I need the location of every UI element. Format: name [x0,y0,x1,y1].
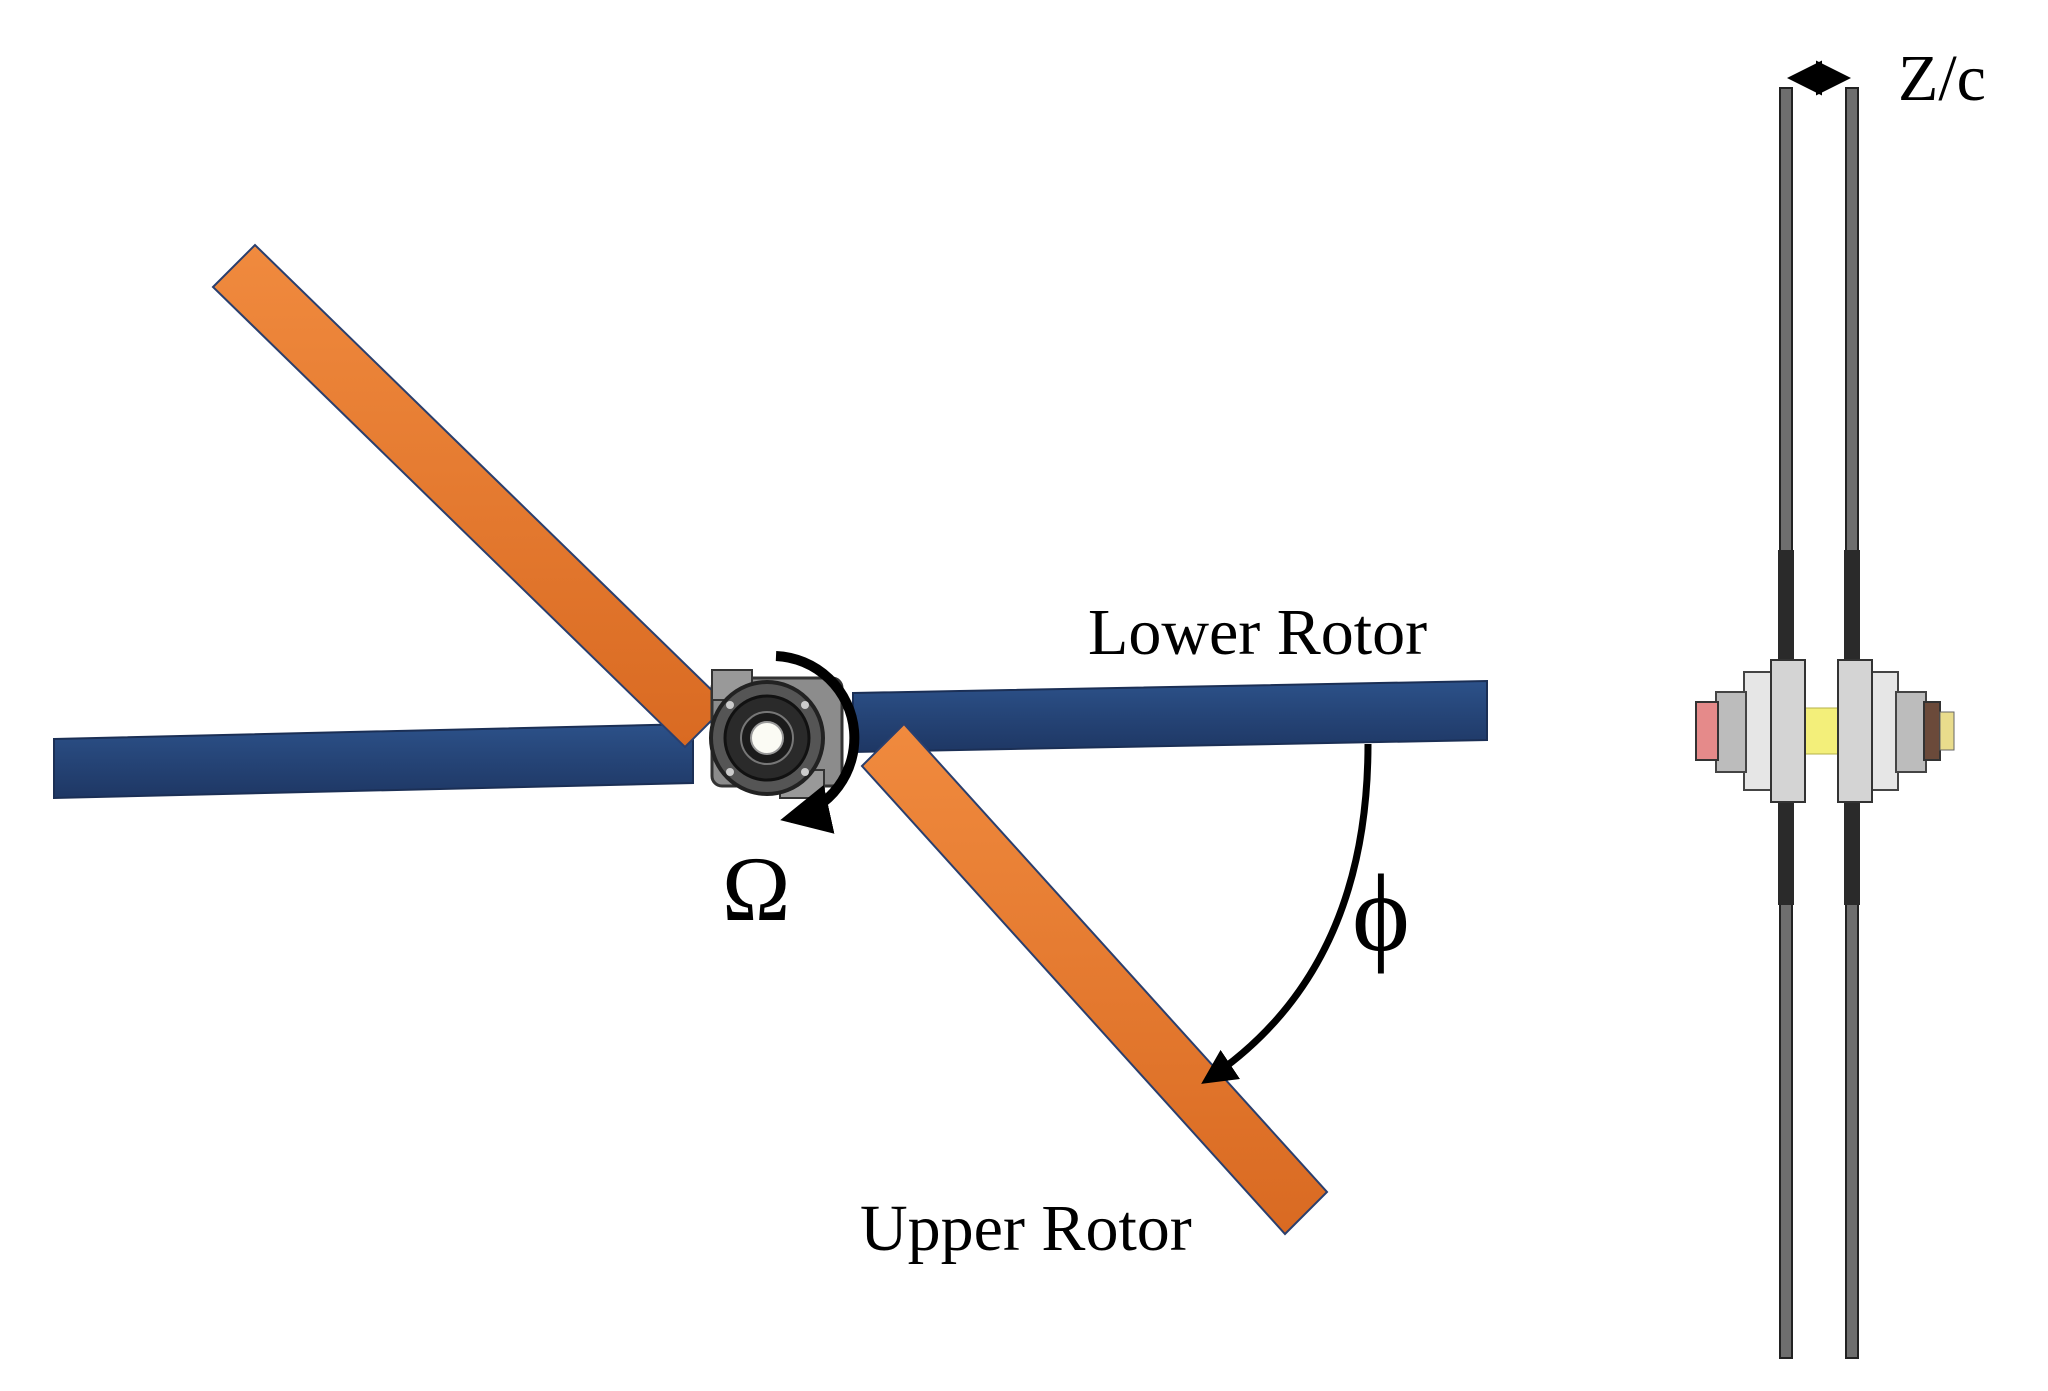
side-view-blade-root-lower [1778,795,1794,905]
side-view-hub-lower-base [1715,691,1747,773]
hub-bolt [726,701,734,709]
side-view-blade-root-lower [1778,550,1794,660]
rotor-hub [709,669,844,799]
lower-rotor-blade-right [852,679,1488,754]
lower-rotor-label: Lower Rotor [1088,596,1427,669]
phi-label: ϕ [1352,852,1410,974]
hub-shaft-center [750,721,784,755]
upper-rotor-label: Upper Rotor [860,1192,1192,1265]
omega-label: Ω [722,838,790,940]
hub-bolt [801,768,809,776]
side-view-blade-root-upper [1844,550,1860,660]
upper-rotor-blade-lower-right [860,722,1329,1236]
side-view-blade-root-upper [1844,795,1860,905]
side-view-hub-upper-plate [1837,659,1873,803]
side-view-hub-upper-base [1895,691,1927,773]
side-view-hub-lower-plate [1770,659,1806,803]
side-view-hub-lower-cap [1695,701,1719,761]
side-view-shaft [1799,707,1843,755]
hub-bolt [726,768,734,776]
rotation-arrow [775,651,860,834]
spacing-label: Z/c [1898,42,1986,115]
phase-angle-arrow [1201,743,1372,1084]
upper-rotor-blade-upper-left [211,243,729,749]
hub-bolt [801,701,809,709]
side-view-hub-upper-cap-end [1939,711,1955,751]
side-view [1695,87,1955,1359]
side-view-hub-upper-cap [1923,701,1941,761]
lower-rotor-blade-left [53,722,694,800]
upper-rotor [211,243,1329,1236]
